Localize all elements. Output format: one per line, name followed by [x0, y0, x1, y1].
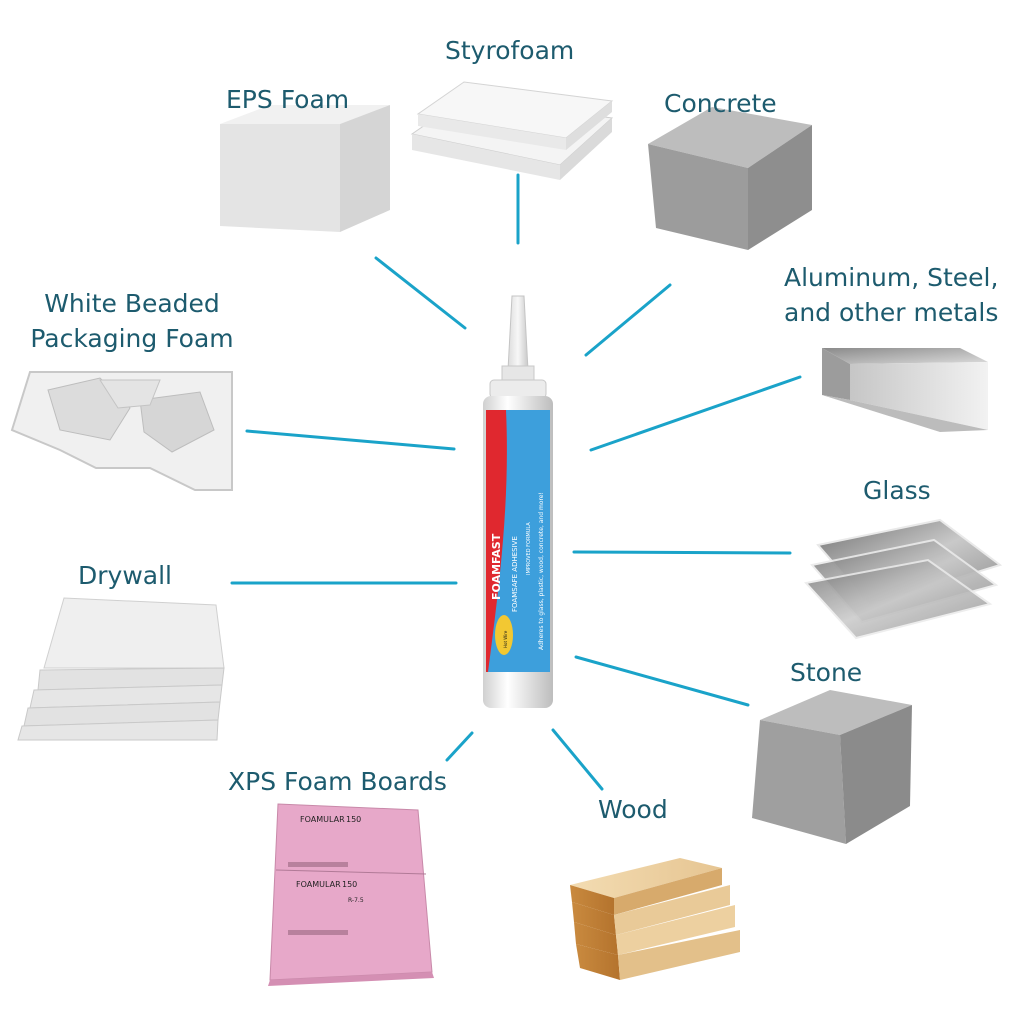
connector-metals [589, 375, 802, 452]
xps-grade-1: 150 [346, 815, 361, 824]
label-xps-foam-boards: XPS Foam Boards [228, 767, 447, 796]
connector-wood [551, 728, 604, 791]
label-packaging-line1: White Beaded [44, 289, 220, 318]
styrofoam-image [410, 81, 614, 180]
adhesive-tube-image: FOAMFAST FOAMSAFE ADHESIVE IMPROVED FORM… [483, 295, 553, 708]
label-metals-line2: and other metals [784, 298, 999, 327]
tube-product-text: FOAMSAFE ADHESIVE [511, 536, 519, 612]
xps-grade-2: 150 [342, 880, 357, 889]
packaging-foam-image [10, 371, 233, 491]
tube-formula-text: IMPROVED FORMULA [526, 522, 532, 575]
label-styrofoam: Styrofoam [445, 36, 575, 65]
connector-stone [574, 655, 750, 707]
wood-image [570, 858, 740, 980]
connector-concrete [584, 283, 672, 357]
eps-foam-image [220, 105, 390, 232]
label-drywall: Drywall [78, 561, 172, 590]
tube-tagline-text: Adheres to glass, plastic, wood, concret… [538, 492, 545, 650]
stone-image [752, 690, 912, 844]
xps-brand-2: FOAMULAR [296, 880, 341, 889]
label-glass: Glass [863, 476, 931, 505]
label-packaging-foam: White Beaded Packaging Foam [12, 286, 252, 356]
glass-image [804, 518, 1003, 640]
drywall-image [17, 597, 225, 741]
concrete-image [648, 107, 812, 250]
label-metals-line1: Aluminum, Steel, [784, 263, 999, 292]
connector-eps [374, 256, 467, 330]
connector-xps [445, 731, 474, 762]
xps-rvalue: R-7.5 [348, 897, 364, 904]
tube-badge-text: Hot Wire [503, 630, 508, 648]
connector-glass [572, 550, 792, 555]
tube-brand-text: FOAMFAST [490, 533, 503, 600]
label-concrete: Concrete [664, 89, 777, 118]
label-wood: Wood [598, 795, 668, 824]
label-metals: Aluminum, Steel, and other metals [784, 260, 1024, 330]
xps-foam-image: FOAMULAR 150 FOAMULAR 150 R-7.5 [268, 803, 434, 986]
label-eps-foam: EPS Foam [226, 85, 350, 114]
metal-block-image [822, 348, 988, 432]
connector-lines [230, 173, 802, 791]
xps-brand-1: FOAMULAR [300, 815, 345, 824]
label-stone: Stone [790, 658, 863, 687]
connector-packaging [245, 429, 456, 451]
label-packaging-line2: Packaging Foam [30, 324, 234, 353]
